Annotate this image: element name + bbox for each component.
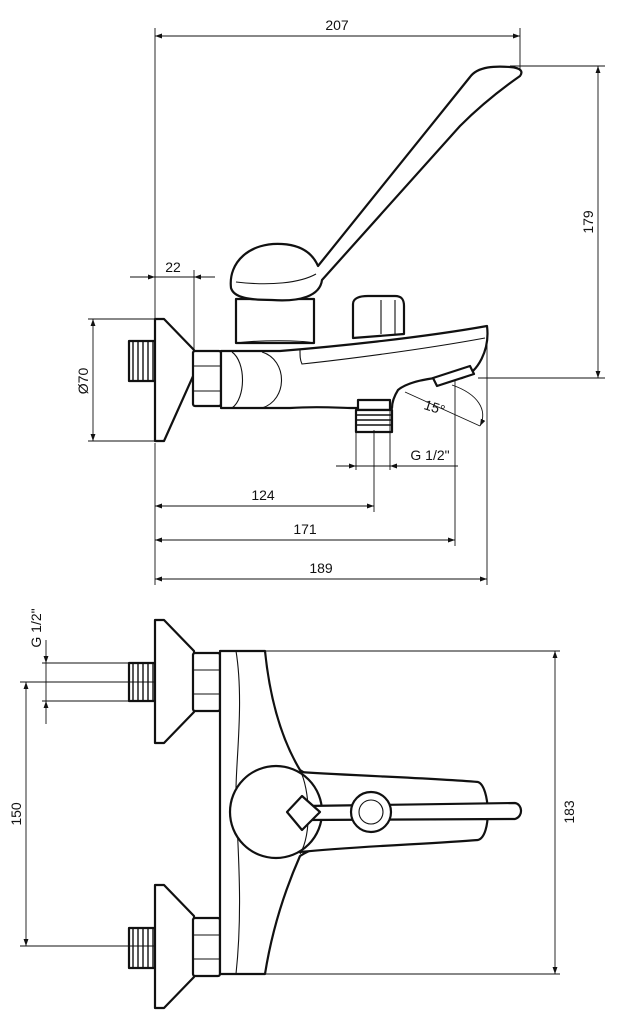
side-hex-nut: [191, 349, 223, 408]
front-view: [127, 618, 523, 1010]
side-view: [127, 65, 523, 443]
dim-inlet-thread: G 1/2": [28, 608, 44, 647]
side-lever-handle: [229, 65, 523, 302]
side-dimensions: 207 179 22 Ø70 G 1/2" 15° 124 171 189: [75, 17, 605, 585]
dim-wall-offset: 22: [165, 259, 181, 275]
front-bottom-flange: [153, 883, 196, 1010]
side-outlet-thread: [354, 398, 394, 434]
side-wall-flange: [153, 317, 196, 443]
side-inlet-thread: [127, 339, 158, 383]
dim-overall-height: 179: [580, 210, 596, 234]
dim-body-length: 189: [309, 560, 333, 576]
dim-flange-diameter: Ø70: [75, 368, 91, 395]
dim-body-height: 183: [561, 800, 577, 824]
dim-spout-angle: 15°: [422, 396, 447, 418]
front-bottom-inlet-thread: [127, 926, 158, 970]
front-top-flange: [153, 618, 196, 745]
front-lever: [285, 790, 523, 834]
front-top-nut: [191, 651, 222, 713]
front-dimensions: G 1/2" 150 183: [8, 608, 577, 975]
side-diverter-button: [351, 294, 406, 340]
dim-overall-width: 207: [325, 17, 349, 33]
dim-outlet-thread: G 1/2": [410, 447, 449, 463]
side-spout-tip: [431, 364, 476, 388]
front-bottom-nut: [191, 916, 222, 978]
dim-spout-tip-distance: 171: [293, 521, 317, 537]
side-cartridge-housing: [234, 297, 316, 345]
dim-inlet-spacing: 150: [8, 802, 24, 826]
dim-outlet-distance: 124: [251, 487, 275, 503]
